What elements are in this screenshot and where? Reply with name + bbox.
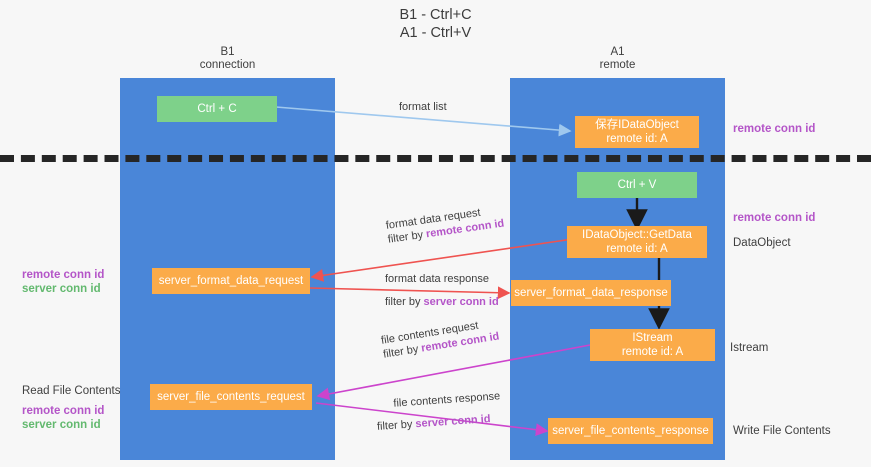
edge-label-fmt-resp-line1: format data response	[385, 273, 489, 285]
annotation-dataobject: DataObject	[733, 237, 791, 249]
fmt-resp-filter-text: filter by	[385, 296, 424, 308]
title-line-1: B1 - Ctrl+C	[399, 7, 472, 23]
annotation-left-remote-conn-id-mid: remote conn id	[22, 269, 105, 281]
node-file-req-label: server_file_contents_request	[157, 391, 305, 403]
node-server-format-data-response[interactable]: server_format_data_response	[511, 280, 671, 306]
edge-label-file-resp-line2: filter by server conn id	[377, 411, 503, 434]
node-ctrl-v[interactable]: Ctrl + V	[577, 172, 697, 198]
node-server-file-contents-request[interactable]: server_file_contents_request	[150, 384, 312, 410]
node-idataobject-sublabel: remote id: A	[606, 133, 668, 145]
node-idataobject-label: 保存IDataObject	[595, 119, 679, 131]
lane-header-b1-name: B1	[220, 46, 235, 58]
phase-divider	[0, 155, 871, 162]
edge-label-file-resp-line1: file contents response	[393, 390, 501, 410]
node-getdata-label: IDataObject::GetData	[582, 229, 692, 241]
fmt-req-filter-text: filter by	[387, 228, 427, 246]
node-istream-label: IStream	[632, 332, 673, 344]
edge-label-fmt-resp-line2: filter by server conn id	[385, 295, 499, 309]
node-server-file-contents-response[interactable]: server_file_contents_response	[548, 418, 713, 444]
file-resp-filter-text: filter by	[376, 418, 416, 433]
node-idataobject-getdata[interactable]: IDataObject::GetData remote id: A	[567, 226, 707, 258]
node-fmt-resp-label: server_format_data_response	[514, 287, 668, 299]
node-file-resp-label: server_file_contents_response	[552, 425, 709, 437]
node-ctrl-v-label: Ctrl + V	[617, 179, 657, 191]
lane-header-a1-name: A1	[610, 46, 625, 58]
node-getdata-sublabel: remote id: A	[606, 243, 668, 255]
annotation-left-server-conn-id-bottom: server conn id	[22, 419, 101, 431]
fmt-resp-filter-key: server conn id	[423, 296, 499, 308]
annotation-left-remote-conn-id-bottom: remote conn id	[22, 405, 105, 417]
file-resp-filter-key: server conn id	[415, 413, 491, 431]
title-line-2: A1 - Ctrl+V	[399, 25, 472, 41]
edge-label-format-list: format list	[399, 101, 447, 113]
annotation-read-file-contents: Read File Contents	[22, 385, 121, 397]
annotation-left-server-conn-id-mid: server conn id	[22, 283, 101, 295]
lane-header-a1-sub: remote	[599, 59, 636, 71]
edge-label-format-data-request: format data request filter by remote con…	[385, 203, 505, 247]
node-server-format-data-request[interactable]: server_format_data_request	[152, 268, 310, 294]
node-ctrl-c[interactable]: Ctrl + C	[157, 96, 277, 122]
edge-label-file-contents-request: file contents request filter by remote c…	[380, 316, 500, 362]
node-istream[interactable]: IStream remote id: A	[590, 329, 715, 361]
edge-label-file-contents-response: file contents response filter by server …	[375, 389, 502, 434]
page-title: B1 - Ctrl+C A1 - Ctrl+V	[0, 6, 871, 42]
lane-header-b1-sub: connection	[199, 59, 256, 71]
node-idataobject[interactable]: 保存IDataObject remote id: A	[575, 116, 699, 148]
annotation-istream: Istream	[730, 342, 769, 354]
annotation-remote-conn-id-top: remote conn id	[733, 123, 816, 135]
annotation-write-file-contents: Write File Contents	[733, 425, 831, 437]
node-istream-sublabel: remote id: A	[621, 346, 684, 358]
lane-header-a1: A1 remote	[510, 46, 725, 72]
annotation-remote-conn-id-middle: remote conn id	[733, 212, 816, 224]
lane-header-b1: B1 connection	[120, 46, 335, 72]
edge-label-format-data-response: format data response filter by server co…	[385, 272, 499, 309]
node-fmt-req-label: server_format_data_request	[158, 275, 304, 287]
node-ctrl-c-label: Ctrl + C	[197, 103, 237, 115]
